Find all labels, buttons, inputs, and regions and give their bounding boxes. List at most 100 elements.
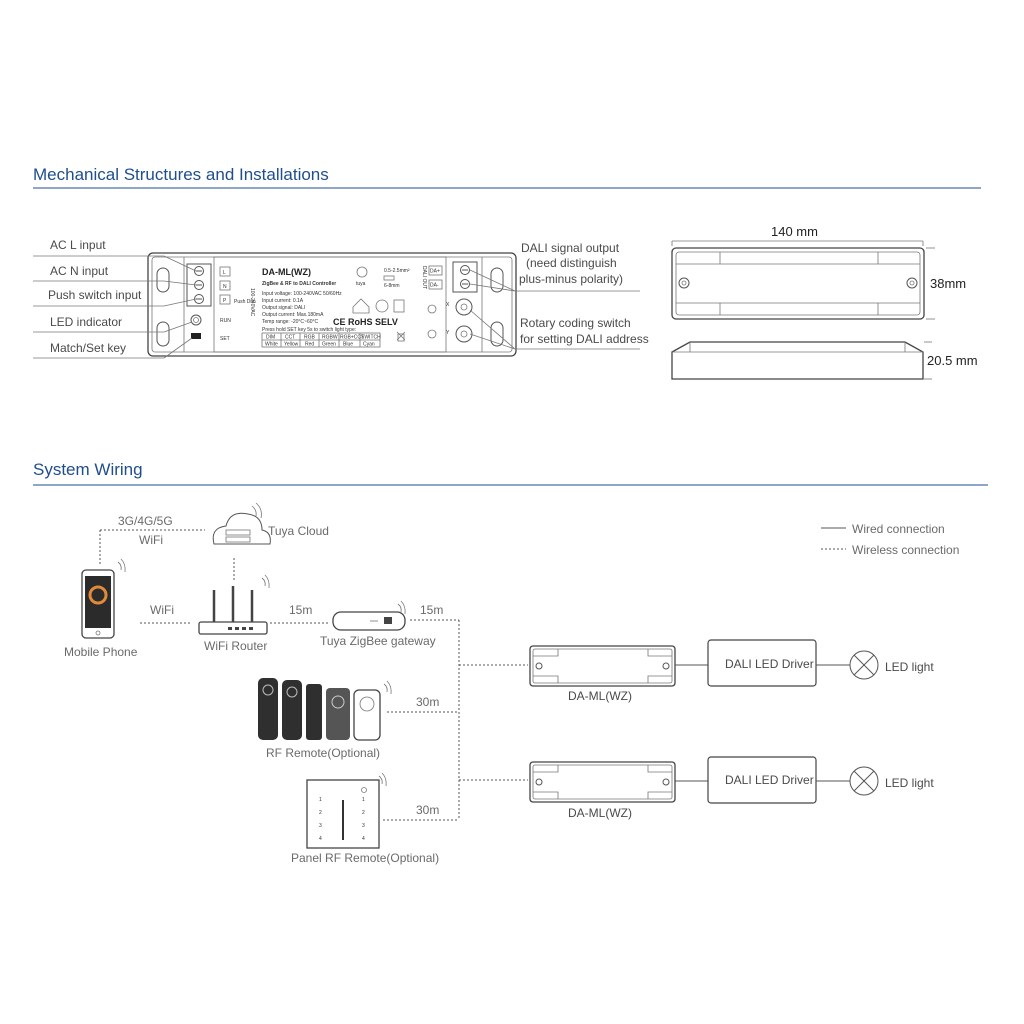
rf-remote-3 [306,684,322,740]
dist-router-gateway: 15m [289,603,312,617]
controller-1-label: DA-ML(WZ) [568,689,632,703]
rotary-letter-y: Y [446,330,450,336]
svg-text:1: 1 [319,797,322,803]
network-label: 3G/4G/5G [118,514,173,528]
callout-rotary-1: Rotary coding switch [520,316,631,330]
led-light-2-label: LED light [885,776,934,790]
mode-color: Red [305,342,314,348]
dist-gateway: 15m [420,603,443,617]
led-indicator-icon [190,314,202,326]
callout-rotary-2: for setting DALI address [520,332,649,346]
controller-2 [529,761,676,803]
left-callouts: AC L input AC N input Push switch input … [33,238,197,359]
mode-name: RGB+CCT [340,335,364,341]
dim-height: 20.5 mm [927,353,978,368]
panel-power-icon [361,787,367,793]
dist-rf-remote: 30m [416,695,439,709]
svg-text:3: 3 [319,823,322,829]
spec-line-5: Temp range: -20°C~60°C [262,319,319,325]
dim-length: 140 mm [771,224,818,239]
terminal-screw-da-minus [460,279,470,289]
terminal-label-l: L [223,270,226,276]
router-label: WiFi Router [204,639,267,653]
rf-remotes: RF Remote(Optional) [258,678,392,760]
strip-length: 6-8mm [384,283,400,289]
terminal-side-text: 100-240VAC [249,288,255,317]
legend-wireless: Wireless connection [852,543,959,557]
mobile-phone: Mobile Phone [64,558,138,659]
phone-label: Mobile Phone [64,645,138,659]
led-light-1-label: LED light [885,660,934,674]
switch-icon [393,299,405,313]
dali-term-minus: DA- [430,283,439,289]
router-body [198,621,268,635]
rf-remote-label: RF Remote(Optional) [266,746,380,760]
ac-terminal-block [186,263,212,307]
spec-line-4: Output current: Max.180mA [262,312,324,318]
phone-signal-icon [117,558,126,573]
controller-housing [147,252,517,357]
top-view-outline [671,247,925,320]
rf-remote-signal-icon [383,680,392,695]
mode-name: SWITCH [361,335,381,341]
panel-rf-remote: 1 2 3 4 1 2 3 4 Panel RF Remote(Optional… [291,772,439,865]
cloud-icon [212,512,271,545]
driver-2 [707,756,817,804]
terminal-label-n: N [223,284,227,290]
section-title-wiring: System Wiring [33,460,143,479]
led-light-1-icon [849,650,879,680]
dimension-drawing: 140 mm 38mm 20.5 mm [671,224,978,380]
rotary-switch-x-icon [455,298,473,316]
mode-color: Cyan [363,342,375,348]
home-icon [352,298,370,314]
device-model: DA-ML(WZ) [262,267,311,277]
section-title-mechanical: Mechanical Structures and Installations [33,165,329,184]
terminal-screw-da-plus [460,265,470,275]
dali-term-plus: DA+ [430,269,440,275]
wifi-router: WiFi Router [198,574,270,653]
wiring-chain-1: DA-ML(WZ) DALI LED Driver LED light [529,639,934,703]
right-callouts: DALI signal output (need distinguish plu… [469,241,649,350]
legend-wired: Wired connection [852,522,945,536]
rf-remote-1 [258,678,278,740]
svg-text:2: 2 [362,810,365,816]
callout-ac-n: AC N input [50,264,109,278]
callout-dali-2: (need distinguish [526,256,617,270]
lamp-icon [375,299,389,313]
mode-color: Green [322,342,336,348]
match-set-key [191,333,201,339]
mode-color: Yellow [284,342,299,348]
mode-color: White [265,342,278,348]
tuya-logo-icon [356,266,368,278]
dali-terminal-block [452,261,478,293]
rotary-letter-x: X [446,302,450,308]
mounting-slot-right-bottom [490,321,504,347]
rotary-switch-y-icon [455,325,473,343]
gateway-body [332,611,406,631]
wiring-legend: Wired connection Wireless connection [821,522,959,557]
svg-text:2: 2 [319,810,322,816]
mode-name: CCT [285,335,295,341]
driver-2-label: DALI LED Driver [725,773,814,787]
wifi-top-label: WiFi [139,533,163,547]
tuya-cloud: Tuya Cloud [212,502,329,545]
phone-app-dial-icon [88,585,108,605]
svg-text:3: 3 [362,823,365,829]
dim-width: 38mm [930,276,966,291]
wire-spec: 0.5-2.5mm² [384,268,410,274]
cloud-signal-icon [251,502,262,519]
panel-remote-label: Panel RF Remote(Optional) [291,851,439,865]
cert-marks: CE RoHS SELV [333,317,398,327]
tuya-text: tuya [356,281,366,287]
gateway-signal-icon [397,600,406,615]
spec-line-1: Input voltage: 100-240VAC 50/60Hz [262,291,342,297]
callout-ac-l: AC L input [50,238,106,252]
callout-push-switch: Push switch input [48,288,142,302]
gateway-label: Tuya ZigBee gateway [320,634,436,648]
spec-line-2: Input current: 0.1A [262,298,304,304]
wiring-chain-2: DA-ML(WZ) DALI LED Driver LED light [529,756,934,820]
callout-match-set: Match/Set key [50,341,126,355]
router-signal-icon [261,574,270,589]
side-view-outline [671,341,924,380]
